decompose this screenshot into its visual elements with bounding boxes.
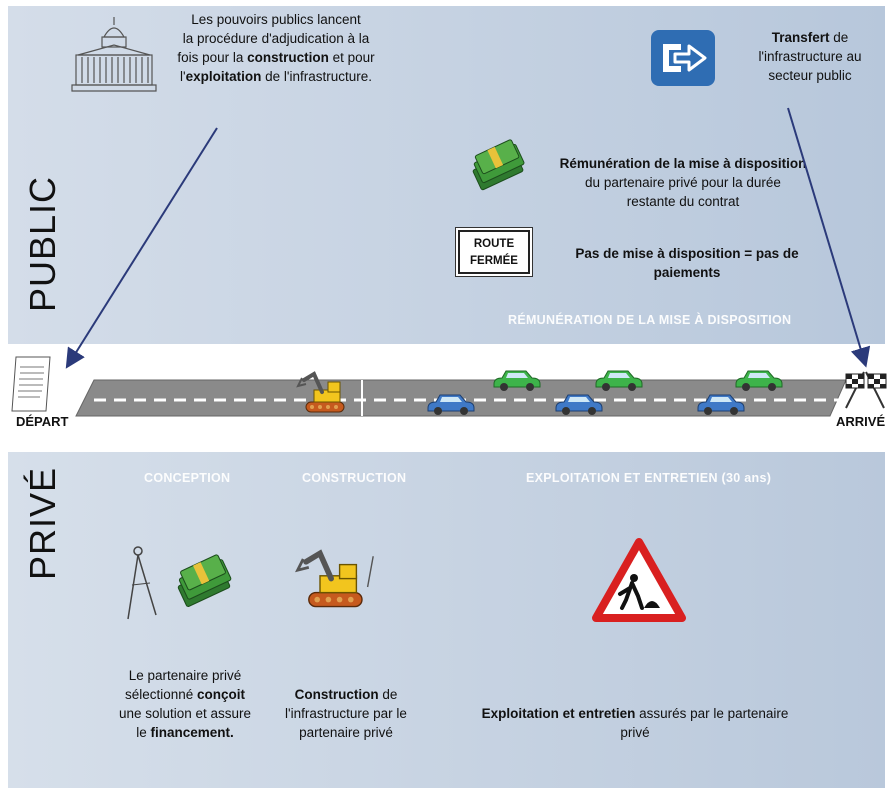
public-band <box>8 6 885 344</box>
phase-exploitation: EXPLOITATION ET ENTRETIEN (30 ans) <box>526 471 772 485</box>
prive-band <box>8 452 885 788</box>
arrive-label: ARRIVÉ <box>836 414 886 429</box>
compass-icon <box>127 546 157 620</box>
phase-conception: CONCEPTION <box>144 471 231 485</box>
conception-text: Le partenaire privé sélectionné conçoit … <box>118 668 252 740</box>
remuneration-text: Rémunération de la mise à disposition du… <box>559 156 807 209</box>
document-icon <box>11 356 51 412</box>
excavator-icon-construction <box>294 549 374 608</box>
car-green-2 <box>595 370 643 391</box>
phase-construction: CONSTRUCTION <box>302 471 407 485</box>
transfer-icon <box>651 30 715 86</box>
car-blue-2 <box>555 394 603 415</box>
route-fermee-sign: ROUTE FERMÉE <box>458 230 530 274</box>
roadworks-warning-icon <box>592 538 686 622</box>
phase-remuneration: RÉMUNÉRATION DE LA MISE À DISPOSITION <box>508 313 792 327</box>
no-payment-text: Pas de mise à disposition = pas de paiem… <box>575 246 799 280</box>
procedure-text: Les pouvoirs publics lancent la procédur… <box>177 12 375 84</box>
excavator-icon <box>296 371 345 413</box>
checkered-flags-icon <box>845 371 887 409</box>
construction-text: Construction de l'infrastructure par le … <box>285 687 407 740</box>
car-green-1 <box>493 370 541 391</box>
money-icon-conception <box>177 554 232 607</box>
car-green-3 <box>735 370 783 391</box>
depart-label: DÉPART <box>16 414 69 429</box>
exploitation-text: Exploitation et entretien assurés par le… <box>481 706 789 740</box>
government-building-icon <box>71 17 157 92</box>
money-icon <box>472 139 525 191</box>
car-blue-1 <box>427 394 475 415</box>
transfer-text: Transfert de l'infrastructure au secteur… <box>758 30 862 83</box>
car-blue-3 <box>697 394 745 415</box>
